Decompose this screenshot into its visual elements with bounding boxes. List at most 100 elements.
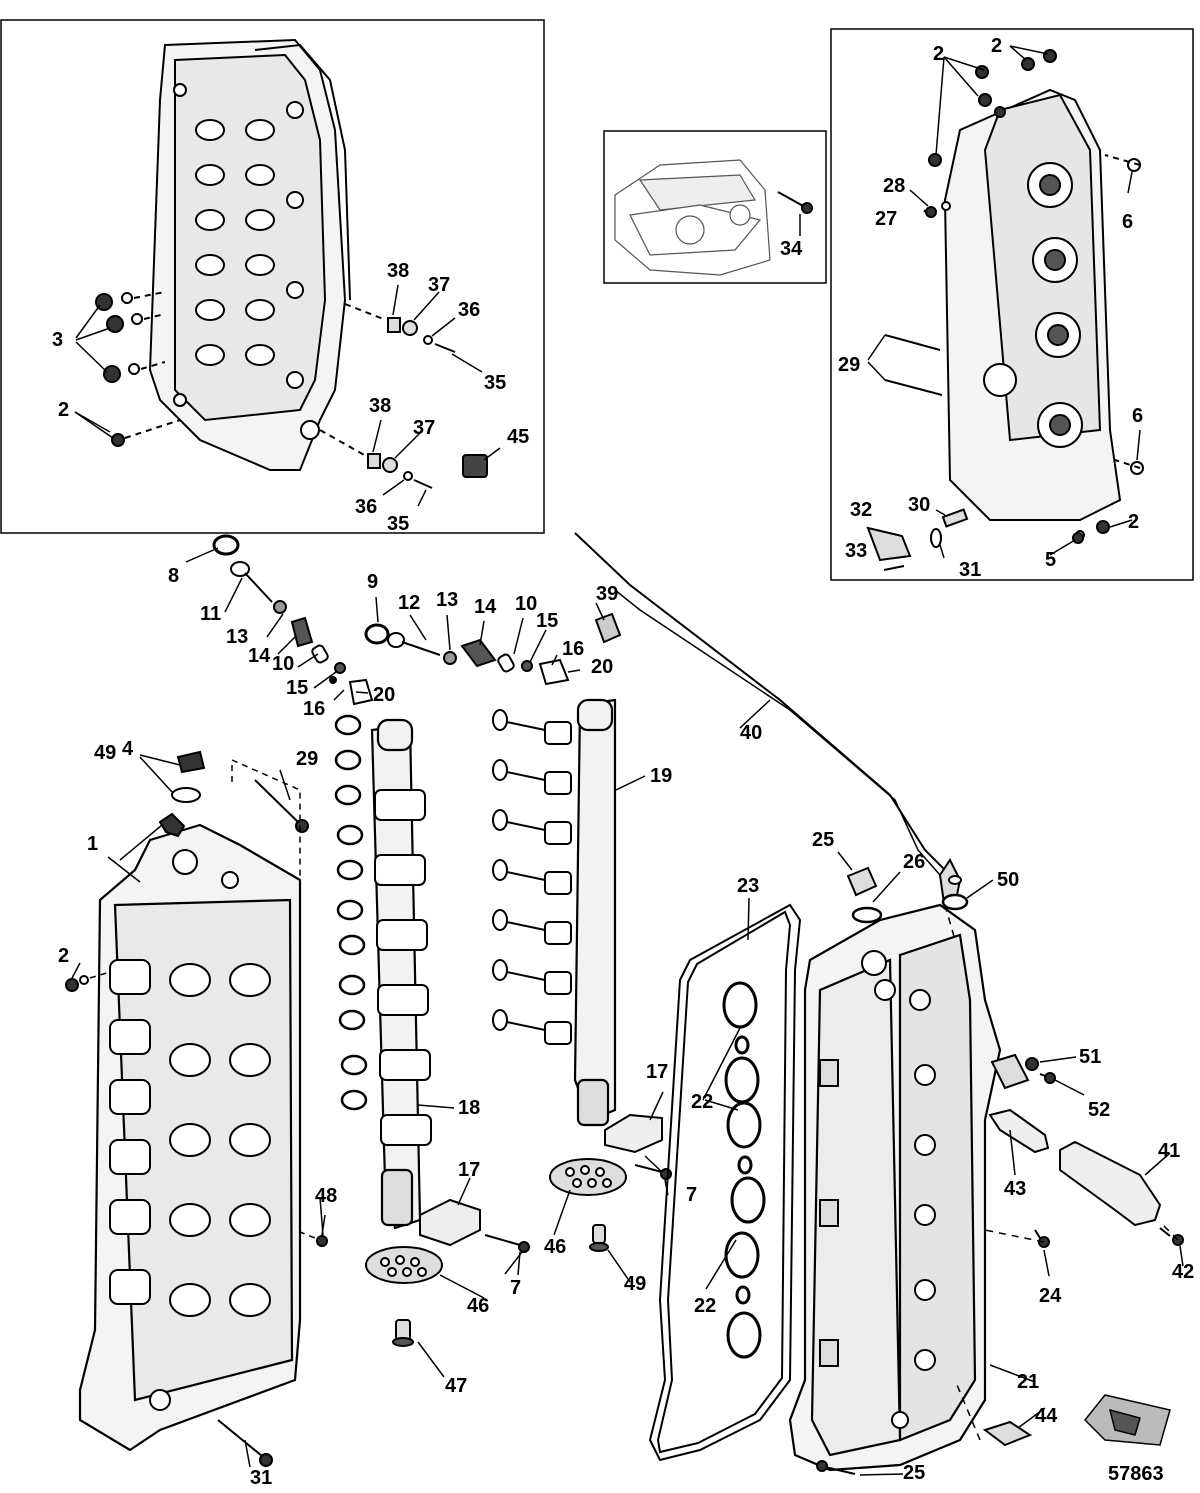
callout-2: 2 xyxy=(58,945,70,967)
callout-24: 24 xyxy=(1039,1285,1062,1307)
bolts-47-49 xyxy=(392,1224,609,1347)
bearing-caps-17 xyxy=(419,1113,672,1253)
callout-29: 29 xyxy=(296,748,319,770)
callout-14: 14 xyxy=(248,645,271,667)
callout-26: 26 xyxy=(903,851,926,873)
callout-37: 37 xyxy=(428,274,451,296)
sensor-51-52 xyxy=(990,1053,1056,1090)
callout-21: 21 xyxy=(1017,1371,1040,1393)
callout-16: 16 xyxy=(562,638,585,660)
callout-7: 7 xyxy=(510,1277,522,1299)
callout-29: 29 xyxy=(838,354,861,376)
callout-6: 6 xyxy=(1132,405,1144,427)
callout-2: 2 xyxy=(991,35,1003,57)
callout-13: 13 xyxy=(226,626,249,648)
callout-8: 8 xyxy=(168,565,180,587)
callout-36: 36 xyxy=(458,299,481,321)
oil-cap-25-26 xyxy=(846,866,883,924)
callout-20: 20 xyxy=(591,656,614,678)
callout-31: 31 xyxy=(250,1467,273,1489)
callout-46: 46 xyxy=(544,1236,567,1258)
callout-28: 28 xyxy=(883,175,906,197)
camshaft-18-followers xyxy=(334,714,368,1111)
inset-box-left xyxy=(0,19,545,534)
orientation-boat-icon xyxy=(1083,1394,1171,1446)
cam-lead-19 xyxy=(417,775,646,1109)
callout-49: 49 xyxy=(624,1273,647,1295)
callout-16: 16 xyxy=(303,698,326,720)
callout-10: 10 xyxy=(515,593,538,615)
callout-52: 52 xyxy=(1088,1099,1111,1121)
cover-gasket-23 xyxy=(648,903,802,1462)
callout-42: 42 xyxy=(1172,1261,1195,1283)
camshaft-19-valves xyxy=(492,709,572,1045)
main-leaders xyxy=(71,547,1184,1476)
callout-5: 5 xyxy=(1045,549,1057,571)
callout-45: 45 xyxy=(507,426,530,448)
callout-31: 31 xyxy=(959,559,982,581)
callout-22: 22 xyxy=(691,1091,714,1113)
callout-25: 25 xyxy=(903,1462,926,1484)
callout-41: 41 xyxy=(1158,1140,1181,1162)
inset-left-cylinder-head xyxy=(148,38,351,471)
sprocket-46-lower xyxy=(365,1246,443,1284)
callout-37: 37 xyxy=(413,417,436,439)
callout-39: 39 xyxy=(596,583,619,605)
valve-train-parts xyxy=(212,534,622,706)
callout-49: 49 xyxy=(94,742,117,764)
callout-33: 33 xyxy=(845,540,868,562)
inset-left-head-ports xyxy=(173,83,320,440)
camshaft-18 xyxy=(370,718,422,1230)
callout-38: 38 xyxy=(387,260,410,282)
camshaft-18-lobes xyxy=(374,789,432,1146)
figure-number: 57863 xyxy=(1108,1463,1164,1485)
callout-6: 6 xyxy=(1122,211,1134,233)
clip-44 xyxy=(982,1420,1033,1447)
callout-4: 4 xyxy=(122,738,134,760)
callout-35: 35 xyxy=(484,372,507,394)
callout-30: 30 xyxy=(908,494,931,516)
inset-right-gasket-bores xyxy=(983,162,1083,448)
callout-43: 43 xyxy=(1004,1178,1027,1200)
inset-box-right xyxy=(830,28,1194,581)
callout-25: 25 xyxy=(812,829,835,851)
callout-40: 40 xyxy=(740,722,763,744)
callout-15: 15 xyxy=(536,610,559,632)
callout-35: 35 xyxy=(387,513,410,535)
callout-48: 48 xyxy=(315,1185,338,1207)
callout-20: 20 xyxy=(373,684,396,706)
inset-left-leaders xyxy=(74,284,501,507)
callout-18: 18 xyxy=(458,1097,481,1119)
locator-bolt-34 xyxy=(777,191,813,236)
callout-10: 10 xyxy=(272,653,295,675)
callout-51: 51 xyxy=(1079,1046,1102,1068)
callout-36: 36 xyxy=(355,496,378,518)
bolt-25-lower xyxy=(816,1460,856,1475)
camshaft-19 xyxy=(573,698,617,1127)
callout-13: 13 xyxy=(436,589,459,611)
callout-2: 2 xyxy=(1128,511,1140,533)
callout-19: 19 xyxy=(650,765,673,787)
inset-right-fasteners xyxy=(866,49,1144,571)
callout-11: 11 xyxy=(200,603,222,625)
callout-15: 15 xyxy=(286,677,309,699)
callout-34: 34 xyxy=(780,238,803,260)
callout-2: 2 xyxy=(933,43,945,65)
cylinder-head-1-ports xyxy=(109,849,271,1411)
callout-14: 14 xyxy=(474,596,497,618)
callout-12: 12 xyxy=(398,592,421,614)
sensor-45 xyxy=(462,454,488,478)
sprocket-46-upper xyxy=(549,1158,627,1196)
inset-box-locator xyxy=(603,130,827,284)
callout-9: 9 xyxy=(367,571,379,593)
inset-right-cylinder-head xyxy=(943,88,1122,521)
callout-27: 27 xyxy=(875,208,898,230)
plug-seals-22 xyxy=(722,981,766,1359)
callout-3: 3 xyxy=(52,329,64,351)
inset-left-sensor-stack-lower xyxy=(319,429,433,489)
dashed-assembly-lines xyxy=(944,904,1179,1441)
locator-engine-thumbnail xyxy=(614,159,771,276)
callout-17: 17 xyxy=(646,1061,669,1083)
callout-47: 47 xyxy=(445,1375,468,1397)
callout-44: 44 xyxy=(1035,1405,1058,1427)
